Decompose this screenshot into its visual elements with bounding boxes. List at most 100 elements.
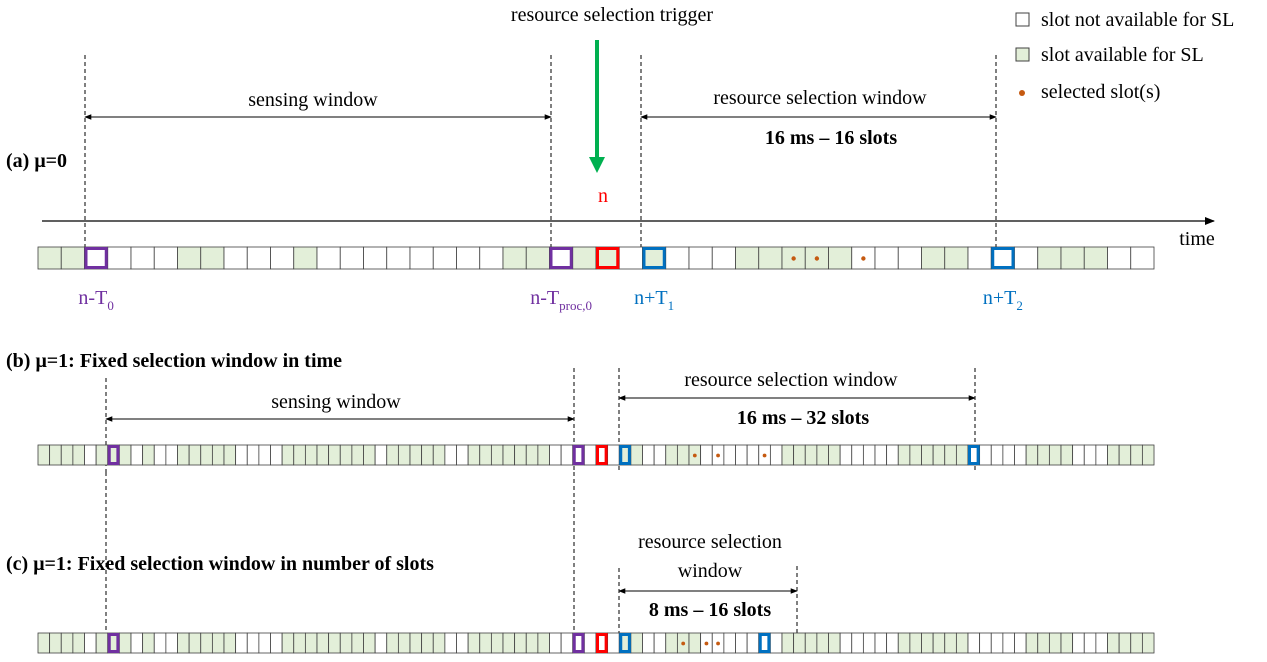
slot-available: [1048, 444, 1062, 466]
slot-marker-blue: [619, 445, 631, 465]
time-label: time: [1179, 228, 1215, 250]
slot-available: [514, 444, 527, 466]
slot-available: [95, 632, 109, 654]
slot-marker-blue: [968, 445, 980, 465]
slot-not-available: [851, 632, 864, 654]
slot-available: [432, 632, 446, 654]
slot-available: [37, 632, 51, 654]
panel-b-sensing-label: sensing window: [271, 391, 401, 413]
legend-selected-dot: [1019, 90, 1025, 96]
slot-label: n-Tproc,0: [530, 287, 592, 313]
slot-not-available: [607, 444, 620, 466]
slot-not-available: [990, 632, 1004, 654]
slot-available: [421, 632, 434, 654]
slot-available: [816, 632, 829, 654]
slot-not-available: [723, 632, 736, 654]
slot-available: [502, 444, 516, 466]
slot-not-available: [583, 632, 597, 654]
selected-slot-dot: [791, 256, 796, 261]
selected-slot-dot: [716, 453, 720, 458]
slot-available: [1060, 246, 1085, 270]
slot-not-available: [851, 444, 864, 466]
slot-available: [386, 632, 399, 654]
slot-available: [1037, 246, 1062, 270]
slot-available: [177, 632, 190, 654]
slot-not-available: [769, 444, 783, 466]
slot-available: [490, 632, 504, 654]
legend-available-swatch: [1015, 47, 1030, 62]
slot-marker-blue: [619, 633, 631, 653]
slot-not-available: [642, 444, 655, 466]
slot-not-available: [1083, 632, 1097, 654]
slot-available: [60, 444, 74, 466]
slot-available: [514, 632, 527, 654]
slot-not-available: [1107, 246, 1132, 270]
slot-not-available: [270, 246, 295, 270]
slot-not-available: [1014, 246, 1039, 270]
slot-available: [142, 632, 155, 654]
slot-marker-red: [596, 445, 608, 465]
slot-available: [630, 632, 643, 654]
slot-not-available: [979, 444, 992, 466]
slot-not-available: [153, 444, 167, 466]
slot-available: [316, 444, 330, 466]
slot-not-available: [409, 246, 434, 270]
slot-available: [281, 632, 295, 654]
slot-available: [921, 246, 946, 270]
slot-available: [1025, 632, 1039, 654]
slot-available: [781, 444, 795, 466]
legend-not-available-swatch: [1015, 12, 1030, 27]
slot-available: [1048, 632, 1062, 654]
panel-c: (c) μ=1: Fixed selection window in numbe…: [6, 472, 1155, 654]
slot-marker-purple: [572, 633, 585, 653]
slot-available: [37, 444, 51, 466]
slot-available: [921, 632, 934, 654]
slot-not-available: [897, 246, 922, 270]
slot-not-available: [130, 444, 144, 466]
panel-b-slot-row: [37, 444, 1155, 466]
slot-available: [1141, 444, 1155, 466]
slot-available: [793, 444, 806, 466]
slot-available: [363, 632, 376, 654]
slot-available: [1037, 632, 1050, 654]
slot-available: [1107, 444, 1120, 466]
slot-available: [223, 444, 237, 466]
panel-b-rsw-label: resource selection window: [684, 369, 898, 391]
slot-not-available: [711, 246, 736, 270]
slot-not-available: [84, 632, 97, 654]
slot-not-available: [235, 632, 248, 654]
slot-available: [665, 632, 678, 654]
slot-available: [479, 632, 492, 654]
slot-available: [211, 444, 225, 466]
slot-not-available: [862, 444, 876, 466]
slot-available: [490, 444, 504, 466]
slot-available: [118, 444, 132, 466]
slot-not-available: [456, 246, 481, 270]
selected-slot-dot: [861, 256, 866, 261]
slot-not-available: [549, 246, 574, 270]
slot-available: [328, 444, 341, 466]
slot-available: [1060, 632, 1074, 654]
slot-available: [909, 632, 922, 654]
slot-not-available: [874, 444, 888, 466]
panel-a-rsw-detail: 16 ms – 16 slots: [765, 127, 897, 149]
slot-not-available: [1130, 246, 1155, 270]
slot-not-available: [316, 246, 341, 270]
slot-not-available: [769, 632, 783, 654]
slot-available: [676, 444, 690, 466]
slot-available: [351, 444, 364, 466]
slot-not-available: [84, 444, 97, 466]
slot-available: [793, 632, 806, 654]
legend-not-available-label: slot not available for SL: [1041, 9, 1234, 31]
slot-not-available: [432, 246, 457, 270]
slot-available: [1130, 444, 1143, 466]
slot-not-available: [886, 632, 899, 654]
slot-available: [467, 444, 481, 466]
panel-a: (a) μ=0 sensing window resource selectio…: [6, 55, 1155, 313]
slot-available: [828, 246, 853, 270]
slot-not-available: [746, 632, 760, 654]
slot-available: [955, 444, 969, 466]
slot-not-available: [874, 632, 888, 654]
slot-not-available: [153, 246, 178, 270]
